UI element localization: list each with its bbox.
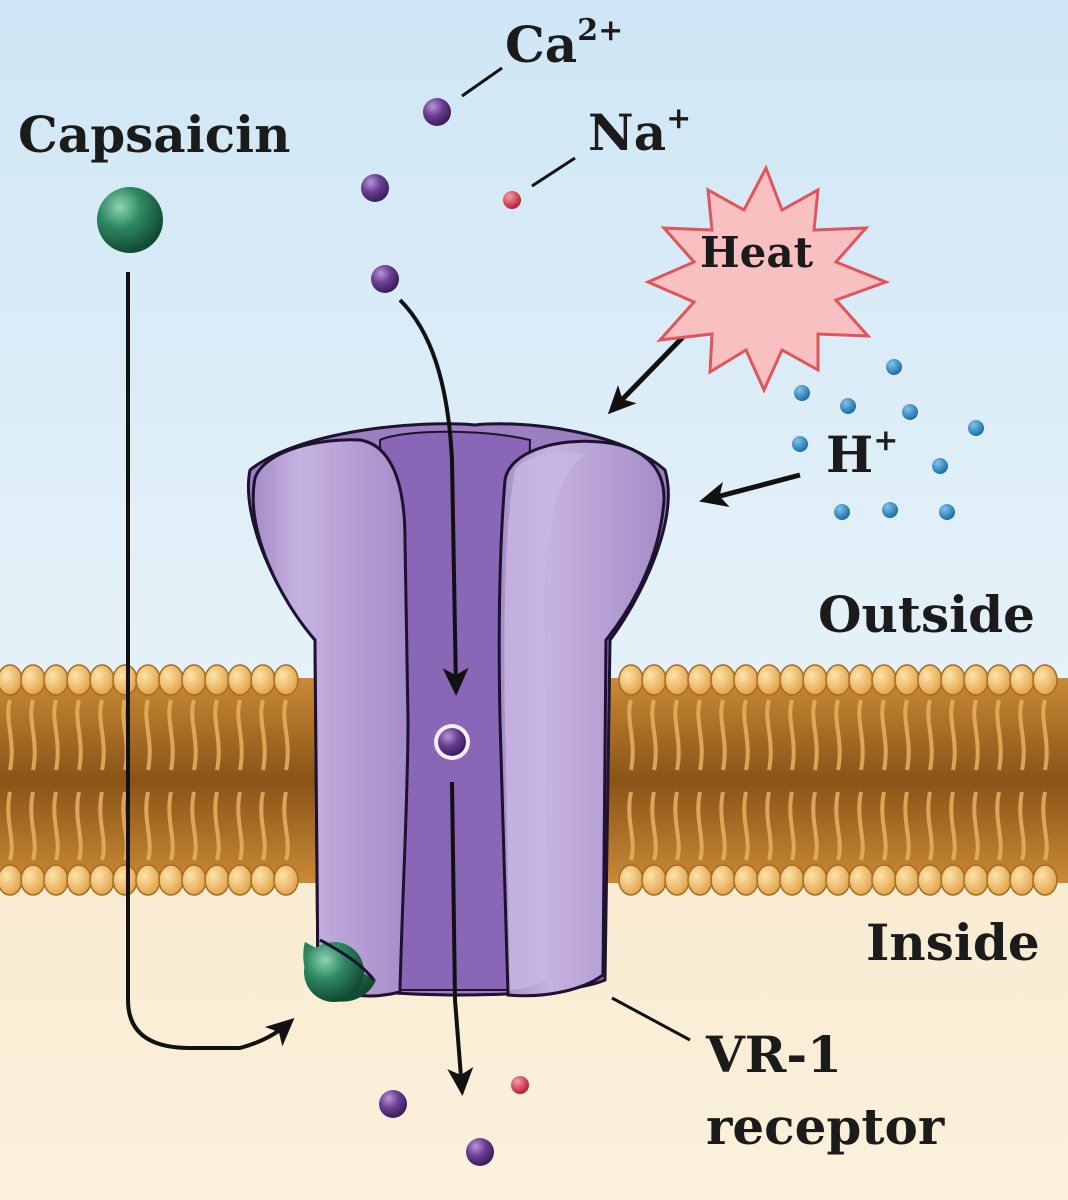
sodium-leader-line — [531, 156, 576, 188]
lipid-head — [43, 864, 69, 896]
lipid-head — [779, 864, 805, 896]
lipid-head — [1009, 864, 1035, 896]
lipid-head — [135, 664, 161, 696]
outside-label: Outside — [818, 585, 1035, 644]
lipid-head — [825, 664, 851, 696]
lipid-head — [756, 664, 782, 696]
lipid-head — [227, 664, 253, 696]
sodium-label: Na+ — [588, 101, 692, 162]
lipid-head — [871, 864, 897, 896]
lipid-head — [733, 664, 759, 696]
lipid-head — [733, 864, 759, 896]
sodium-ion — [511, 1076, 529, 1094]
capsaicin-molecule — [97, 187, 163, 253]
lipid-head — [181, 664, 207, 696]
vr1-channel — [247, 422, 670, 998]
lipid-head — [0, 664, 23, 696]
lipid-head — [20, 864, 46, 896]
lipid-head — [687, 864, 713, 896]
calcium-ion — [379, 1090, 407, 1118]
lipid-head — [641, 664, 667, 696]
lipid-head — [940, 664, 966, 696]
lipid-head — [20, 664, 46, 696]
lipid-head — [227, 864, 253, 896]
lipid-head — [779, 664, 805, 696]
lipid-head — [158, 864, 184, 896]
lipid-head — [710, 664, 736, 696]
lipid-head — [158, 664, 184, 696]
lipid-head — [710, 864, 736, 896]
calcium-ion-in-pore — [438, 728, 466, 756]
lipid-head — [181, 864, 207, 896]
capsaicin-path-arrow — [126, 272, 295, 1050]
calcium-ion — [371, 265, 399, 293]
lipid-head — [894, 664, 920, 696]
calcium-label: Ca2+ — [505, 13, 624, 74]
lipid-head — [112, 664, 138, 696]
lipid-head — [940, 864, 966, 896]
lipid-head — [89, 864, 115, 896]
lipid-head — [963, 664, 989, 696]
calcium-leader-line — [461, 66, 503, 98]
lipid-head — [687, 664, 713, 696]
lipid-head — [204, 864, 230, 896]
lipid-head — [664, 664, 690, 696]
ion-influx-arrow-lower — [447, 781, 474, 1096]
lipid-head — [963, 864, 989, 896]
lipid-bilayer — [0, 664, 1068, 896]
lipid-head — [825, 864, 851, 896]
lipid-head — [917, 864, 943, 896]
proton-arrow — [699, 472, 801, 507]
calcium-ion — [466, 1138, 494, 1166]
inside-label: Inside — [866, 913, 1040, 972]
receptor-label-line1: VR-1 — [706, 1025, 842, 1084]
ion-influx-arrow-upper — [398, 298, 469, 696]
receptor-label-line2: receptor — [706, 1097, 945, 1156]
lipid-head — [802, 864, 828, 896]
calcium-ion — [361, 174, 389, 202]
lipid-head — [848, 864, 874, 896]
lipid-head — [986, 864, 1012, 896]
proton-cluster — [792, 359, 984, 520]
heat-arrow — [607, 334, 686, 415]
lipid-head — [894, 864, 920, 896]
lipid-head — [250, 664, 276, 696]
lipid-head — [1032, 864, 1058, 896]
lipid-head — [917, 664, 943, 696]
lipid-head — [641, 864, 667, 896]
lipid-head — [112, 864, 138, 896]
lipid-head — [756, 864, 782, 896]
heat-label: Heat — [700, 228, 814, 277]
lipid-head — [802, 664, 828, 696]
lipid-head — [66, 864, 92, 896]
lipid-head — [89, 664, 115, 696]
sodium-ion — [503, 191, 521, 209]
lipid-head — [986, 664, 1012, 696]
lipid-head — [1032, 664, 1058, 696]
lipid-head — [664, 864, 690, 896]
lipid-head — [1009, 664, 1035, 696]
lipid-head — [618, 664, 644, 696]
lipid-head — [66, 664, 92, 696]
lipid-head — [204, 664, 230, 696]
receptor-leader-line — [611, 996, 691, 1042]
lipid-head — [135, 864, 161, 896]
calcium-ion — [423, 98, 451, 126]
proton-label: H+ — [826, 423, 899, 484]
lipid-head — [618, 864, 644, 896]
lipid-head — [0, 864, 23, 896]
capsaicin-label: Capsaicin — [18, 105, 291, 164]
lipid-head — [43, 664, 69, 696]
bound-capsaicin-molecule — [304, 942, 364, 1002]
lipid-head — [848, 664, 874, 696]
lipid-head — [250, 864, 276, 896]
lipid-head — [273, 864, 299, 896]
lipid-head — [273, 664, 299, 696]
lipid-head — [871, 664, 897, 696]
heat-burst — [644, 164, 891, 394]
